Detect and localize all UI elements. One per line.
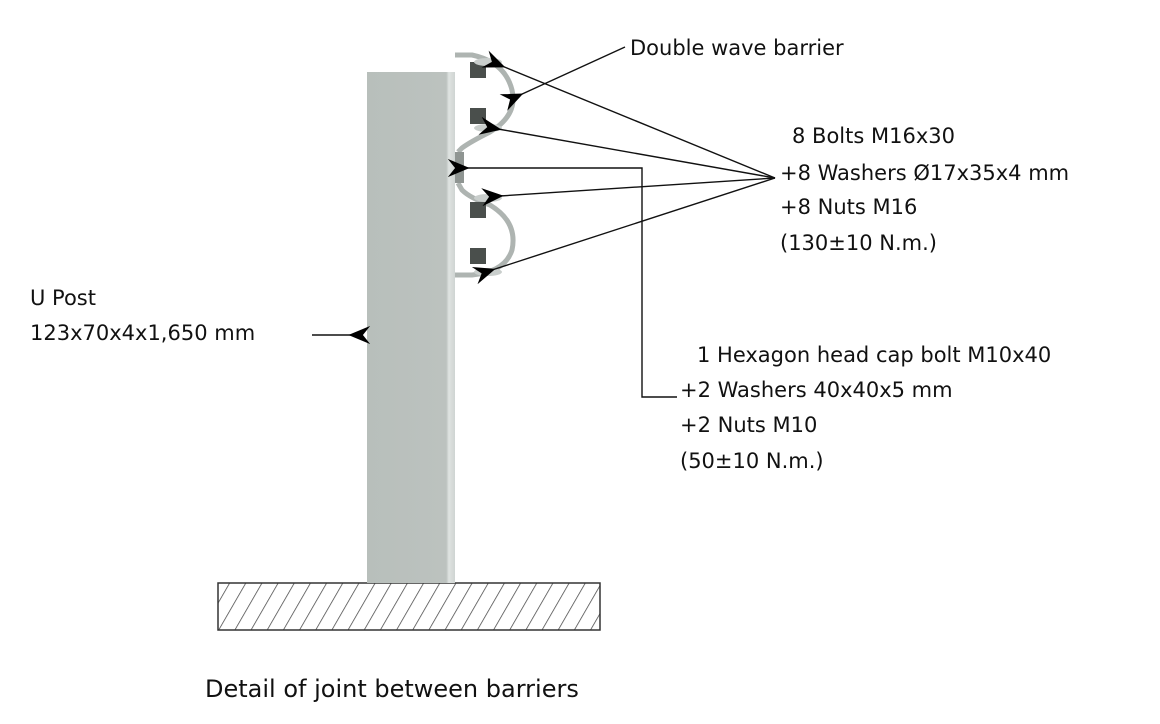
bolts-line: 8 Bolts M16x30 [792, 124, 955, 148]
torque-line: (130±10 N.m.) [780, 231, 937, 255]
u-post [367, 72, 455, 583]
post-label: U Post 123x70x4x1,650 mm [30, 286, 255, 345]
leader-lines [312, 46, 776, 398]
post-dimensions: 123x70x4x1,650 mm [30, 321, 255, 345]
bolt-heads [470, 58, 502, 276]
center-plate [455, 152, 464, 183]
caption: Detail of joint between barriers [205, 675, 579, 703]
hex-nuts-line: +2 Nuts M10 [680, 413, 817, 437]
barrier-label: Double wave barrier [630, 36, 844, 60]
hex-washers-line: +2 Washers 40x40x5 mm [680, 378, 953, 402]
washers-line: +8 Washers Ø17x35x4 mm [780, 161, 1069, 185]
hex-bolt-label: 1 Hexagon head cap bolt M10x40 +2 Washer… [680, 343, 1051, 473]
hex-torque-line: (50±10 N.m.) [680, 449, 824, 473]
post-name: U Post [30, 286, 96, 310]
double-wave-barrier [455, 52, 516, 278]
hex-bolt-line: 1 Hexagon head cap bolt M10x40 [697, 343, 1051, 367]
nuts-line: +8 Nuts M16 [780, 195, 917, 219]
bolts-label: 8 Bolts M16x30 +8 Washers Ø17x35x4 mm +8… [780, 124, 1069, 255]
ground-base [217, 582, 601, 631]
